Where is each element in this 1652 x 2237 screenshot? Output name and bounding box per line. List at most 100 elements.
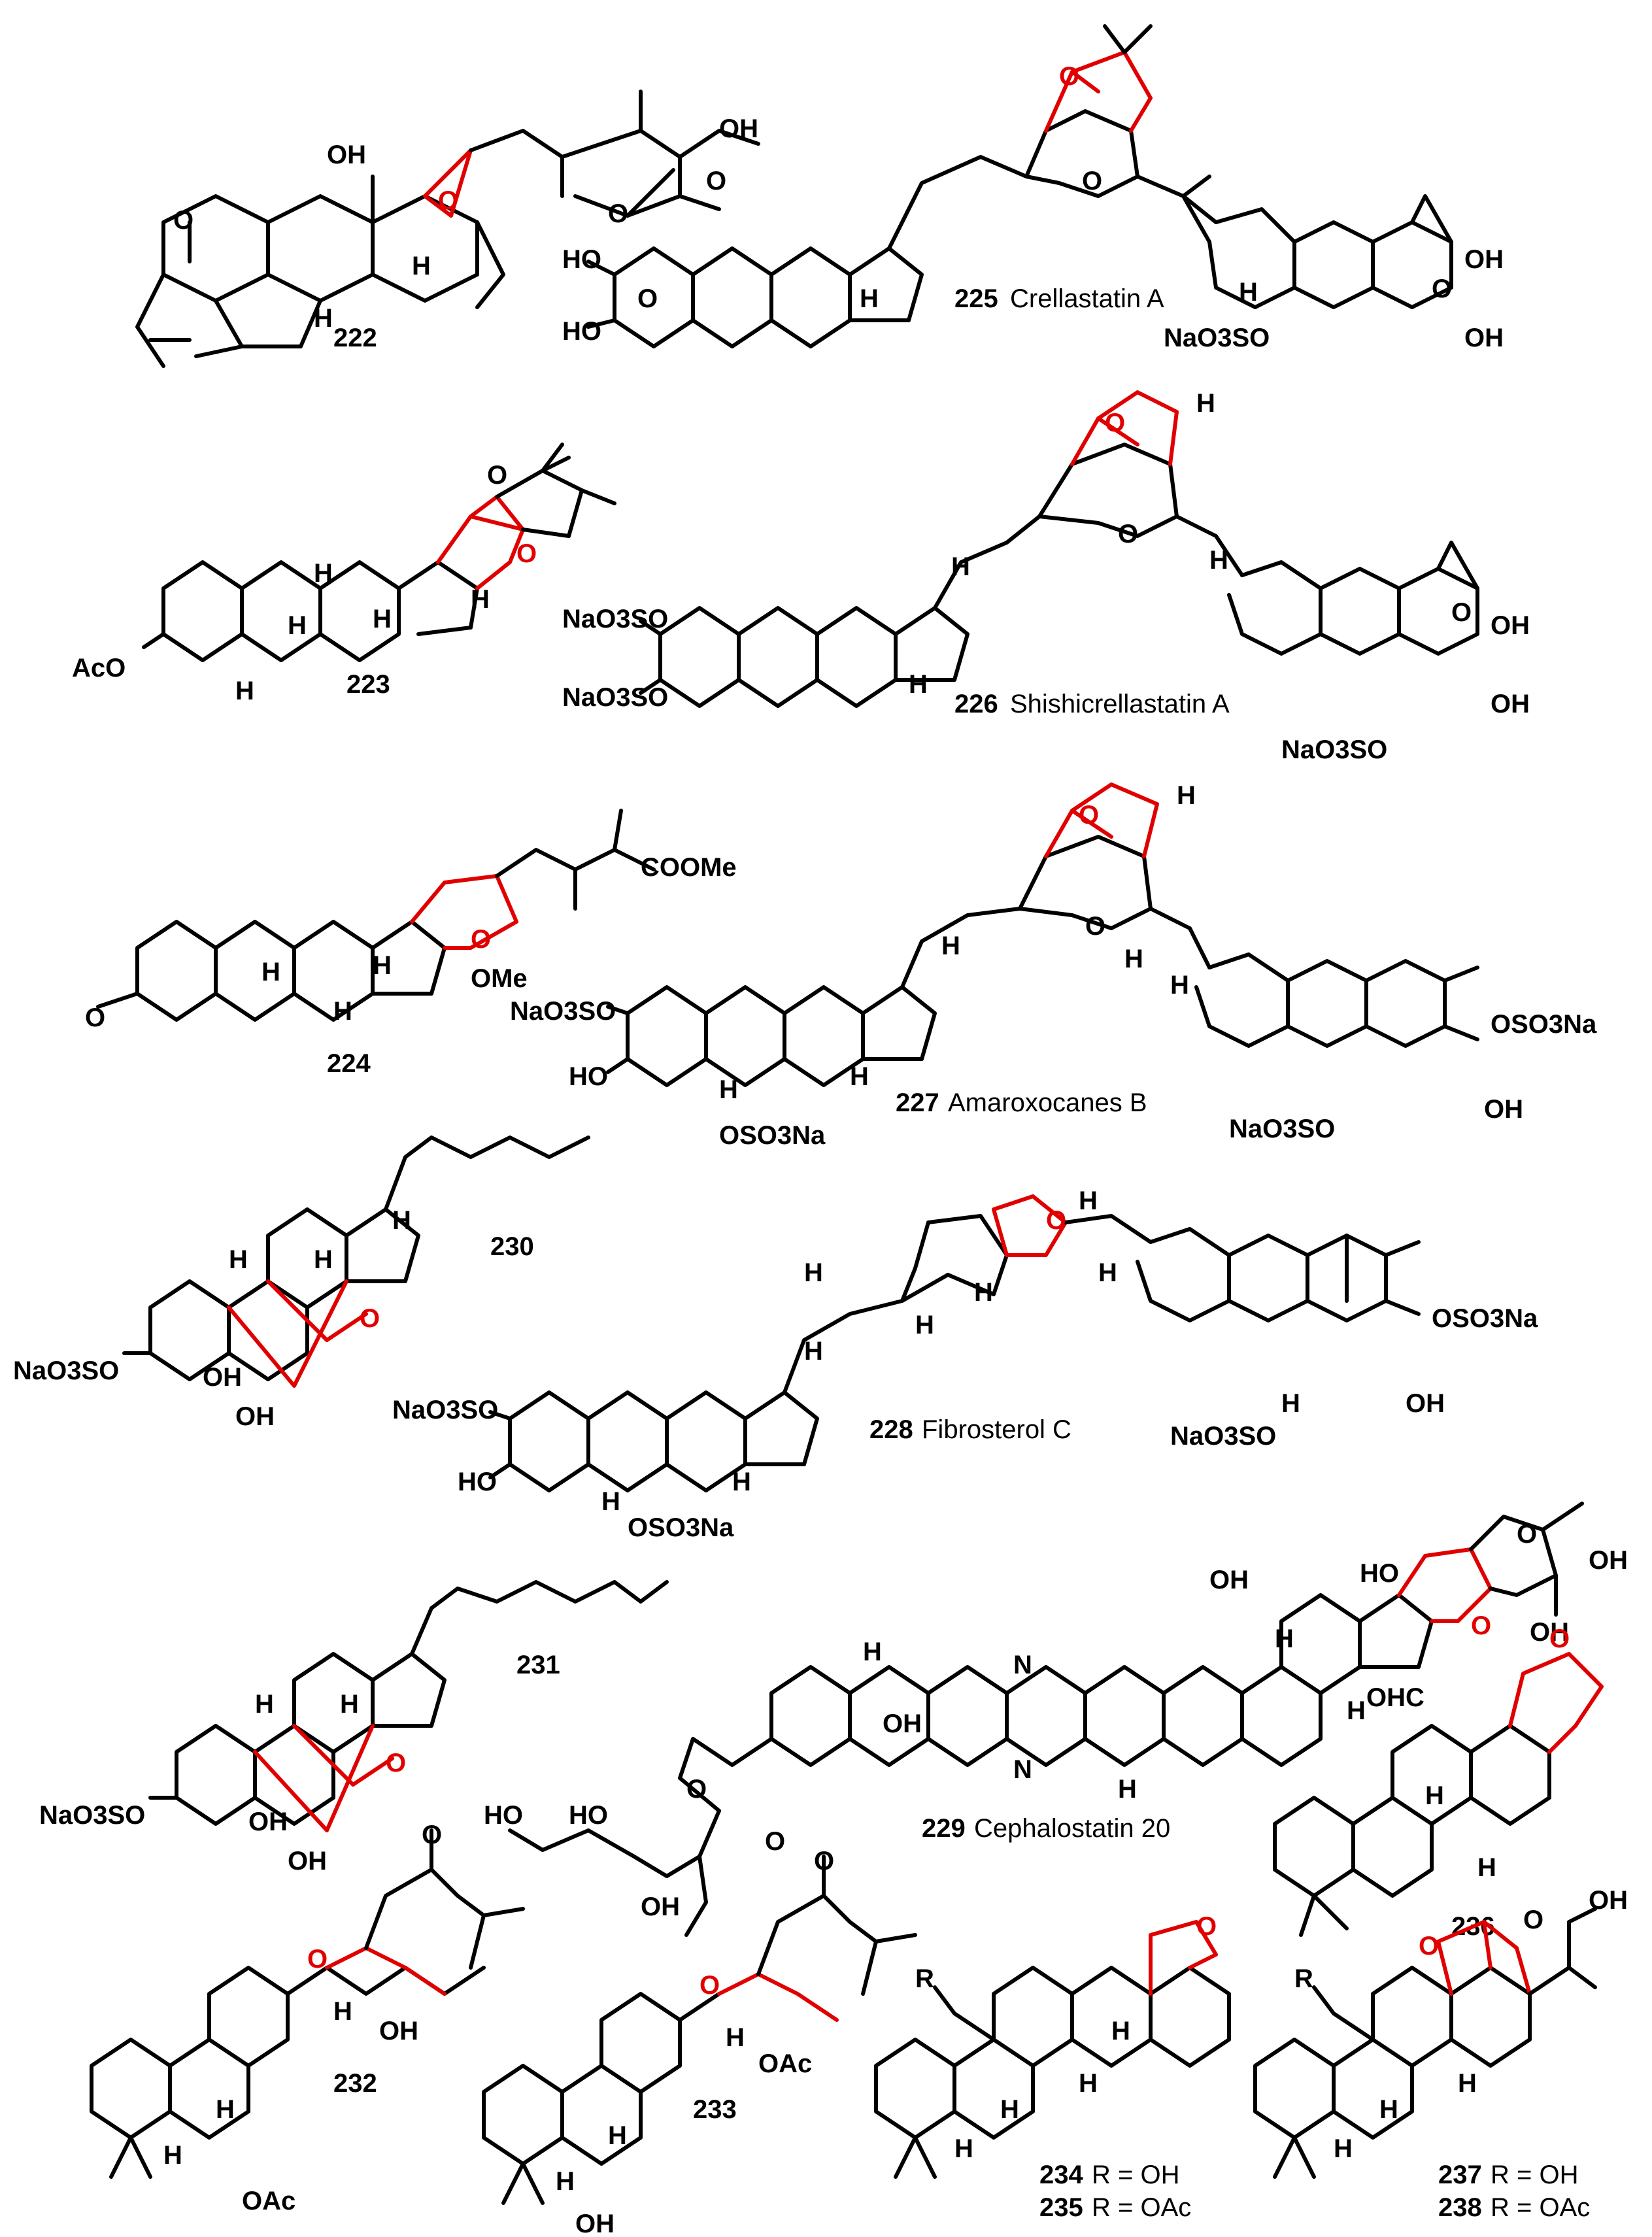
structure-237-238: R O O OH H H H 237 R = OH 238 R = OAc bbox=[1253, 1886, 1628, 2222]
compound-substituent: R = OAc bbox=[1092, 2193, 1191, 2222]
hydroxyl-label: OH bbox=[327, 141, 366, 169]
hydrogen-label: H bbox=[1275, 1624, 1294, 1653]
hydrogen-label: H bbox=[229, 1245, 248, 1274]
hydrogen-label: H bbox=[804, 1337, 823, 1366]
acetoxy-label: OAc bbox=[242, 2187, 295, 2215]
hydrogen-label: H bbox=[333, 997, 352, 1026]
compound-number: 226 bbox=[954, 690, 998, 718]
hydroxyl-label: OH bbox=[203, 1363, 242, 1392]
oxygen-label: O bbox=[85, 1003, 105, 1032]
structure-229: N N OH OH HO O O OH OH O O HO HO OH H H … bbox=[484, 1502, 1628, 1937]
hydrogen-label: H bbox=[909, 670, 928, 699]
structure-226: NaO3SO NaO3SO O O H H H H O OH OH NaO3SO… bbox=[562, 389, 1530, 764]
oxygen-label: O bbox=[307, 1945, 328, 1974]
oxygen-label: O bbox=[1523, 1906, 1543, 1934]
compound-number: 233 bbox=[693, 2095, 737, 2124]
sulfate-label: NaO3SO bbox=[1229, 1115, 1335, 1143]
oxygen-label: O bbox=[1471, 1611, 1491, 1640]
oxygen-label: O bbox=[386, 1749, 406, 1777]
ester-label: COOMe bbox=[641, 853, 737, 882]
hydrogen-label: H bbox=[951, 552, 970, 581]
oxygen-label: O bbox=[1105, 409, 1125, 437]
structure-223: O O H H H H H AcO 223 bbox=[72, 443, 616, 705]
oxygen-label: O bbox=[1549, 1624, 1570, 1653]
hydroxyl-label: OH bbox=[1484, 1095, 1523, 1124]
hydroxyl-label: HO bbox=[562, 317, 601, 346]
oxygen-label: O bbox=[814, 1847, 834, 1875]
sulfate-label: NaO3SO bbox=[13, 1356, 119, 1385]
oxygen-label: O bbox=[516, 539, 537, 568]
hydroxyl-label: OH bbox=[379, 2017, 418, 2045]
compound-number: 237 bbox=[1438, 2161, 1482, 2189]
hydrogen-label: H bbox=[1079, 1186, 1098, 1215]
hydrogen-label: H bbox=[314, 304, 333, 333]
oxygen-label: O bbox=[1196, 1912, 1217, 1941]
sulfate-label: NaO3SO bbox=[562, 683, 668, 712]
hydroxyl-label: OH bbox=[1209, 1566, 1249, 1594]
compound-number: 232 bbox=[333, 2069, 377, 2098]
oxygen-label: O bbox=[706, 167, 726, 195]
hydroxyl-label: OH bbox=[1589, 1546, 1628, 1575]
compound-substituent: R = OH bbox=[1491, 2161, 1578, 2189]
structure-236: OHC O H H 236 bbox=[1273, 1624, 1604, 1941]
oxygen-label: O bbox=[422, 1821, 442, 1849]
hydrogen-label: H bbox=[373, 951, 392, 980]
hydroxyl-label: OH bbox=[1530, 1618, 1569, 1647]
hydrogen-label: H bbox=[1334, 2134, 1353, 2163]
sulfate-label: OSO3Na bbox=[1491, 1010, 1597, 1039]
structure-225: HO HO O H O O H O OH OH NaO3SO 225 Crell… bbox=[562, 24, 1504, 352]
structure-228: NaO3SO HO OSO3Na H H H H H O H H H OSO3N… bbox=[392, 1186, 1538, 1542]
hydroxyl-label: OH bbox=[719, 114, 758, 143]
hydroxyl-label: HO bbox=[569, 1801, 608, 1830]
structure-234-235: R O H H H H 234 R = OH 235 R = OAc bbox=[874, 1912, 1231, 2222]
hydroxyl-label: HO bbox=[562, 245, 601, 274]
hydroxyl-label: HO bbox=[484, 1801, 523, 1830]
structure-233: O O OAc H H H OH 233 bbox=[482, 1847, 917, 2237]
oxygen-label: O bbox=[1419, 1932, 1439, 1960]
sulfate-label: NaO3SO bbox=[510, 997, 616, 1026]
hydrogen-label: H bbox=[1118, 1775, 1137, 1804]
oxygen-label: O bbox=[173, 206, 194, 235]
sulfate-label: NaO3SO bbox=[392, 1396, 498, 1424]
compound-number: 229 bbox=[922, 1814, 966, 1843]
hydrogen-label: H bbox=[608, 2121, 627, 2150]
hydrogen-label: H bbox=[1458, 2069, 1477, 2098]
structure-224: O OMe COOMe O H H H 224 bbox=[85, 809, 737, 1078]
hydroxyl-label: OH bbox=[1491, 690, 1530, 718]
hydroxyl-label: OH bbox=[1589, 1886, 1628, 1915]
compound-substituent: R = OAc bbox=[1491, 2193, 1590, 2222]
hydrogen-label: H bbox=[471, 585, 490, 614]
hydrogen-label: H bbox=[1281, 1389, 1300, 1418]
sulfate-label: NaO3SO bbox=[39, 1801, 145, 1830]
compound-name: Fibrosterol C bbox=[922, 1415, 1071, 1444]
hydrogen-label: H bbox=[915, 1311, 934, 1339]
compound-number: 224 bbox=[327, 1049, 371, 1078]
sulfate-label: OSO3Na bbox=[1432, 1304, 1538, 1333]
oxygen-label: O bbox=[471, 925, 491, 954]
acetoxy-label: AcO bbox=[72, 654, 126, 682]
hydrogen-label: H bbox=[1170, 971, 1189, 1000]
methoxy-label: OMe bbox=[471, 964, 528, 993]
compound-number: 230 bbox=[490, 1232, 534, 1261]
hydrogen-label: H bbox=[1477, 1853, 1496, 1882]
compound-number: 225 bbox=[954, 284, 998, 313]
oxygen-label: O bbox=[608, 199, 628, 228]
hydrogen-label: H bbox=[235, 677, 254, 705]
hydrogen-label: H bbox=[1098, 1258, 1117, 1287]
hydrogen-label: H bbox=[412, 252, 431, 280]
acetoxy-label: OAc bbox=[758, 2049, 812, 2078]
hydroxyl-label: OH bbox=[1464, 245, 1504, 274]
hydrogen-label: H bbox=[954, 2134, 973, 2163]
hydrogen-label: H bbox=[974, 1278, 993, 1307]
compound-name: Crellastatin A bbox=[1010, 284, 1164, 313]
oxygen-label: O bbox=[700, 1971, 720, 2000]
hydrogen-label: H bbox=[314, 1245, 333, 1274]
hydrogen-label: H bbox=[163, 2141, 182, 2170]
hydrogen-label: H bbox=[1111, 2017, 1130, 2045]
compound-number: 235 bbox=[1039, 2193, 1083, 2222]
oxygen-label: O bbox=[360, 1304, 380, 1333]
compound-number: 238 bbox=[1438, 2193, 1482, 2222]
hydroxyl-label: OH bbox=[1464, 324, 1504, 352]
hydrogen-label: H bbox=[288, 611, 307, 640]
